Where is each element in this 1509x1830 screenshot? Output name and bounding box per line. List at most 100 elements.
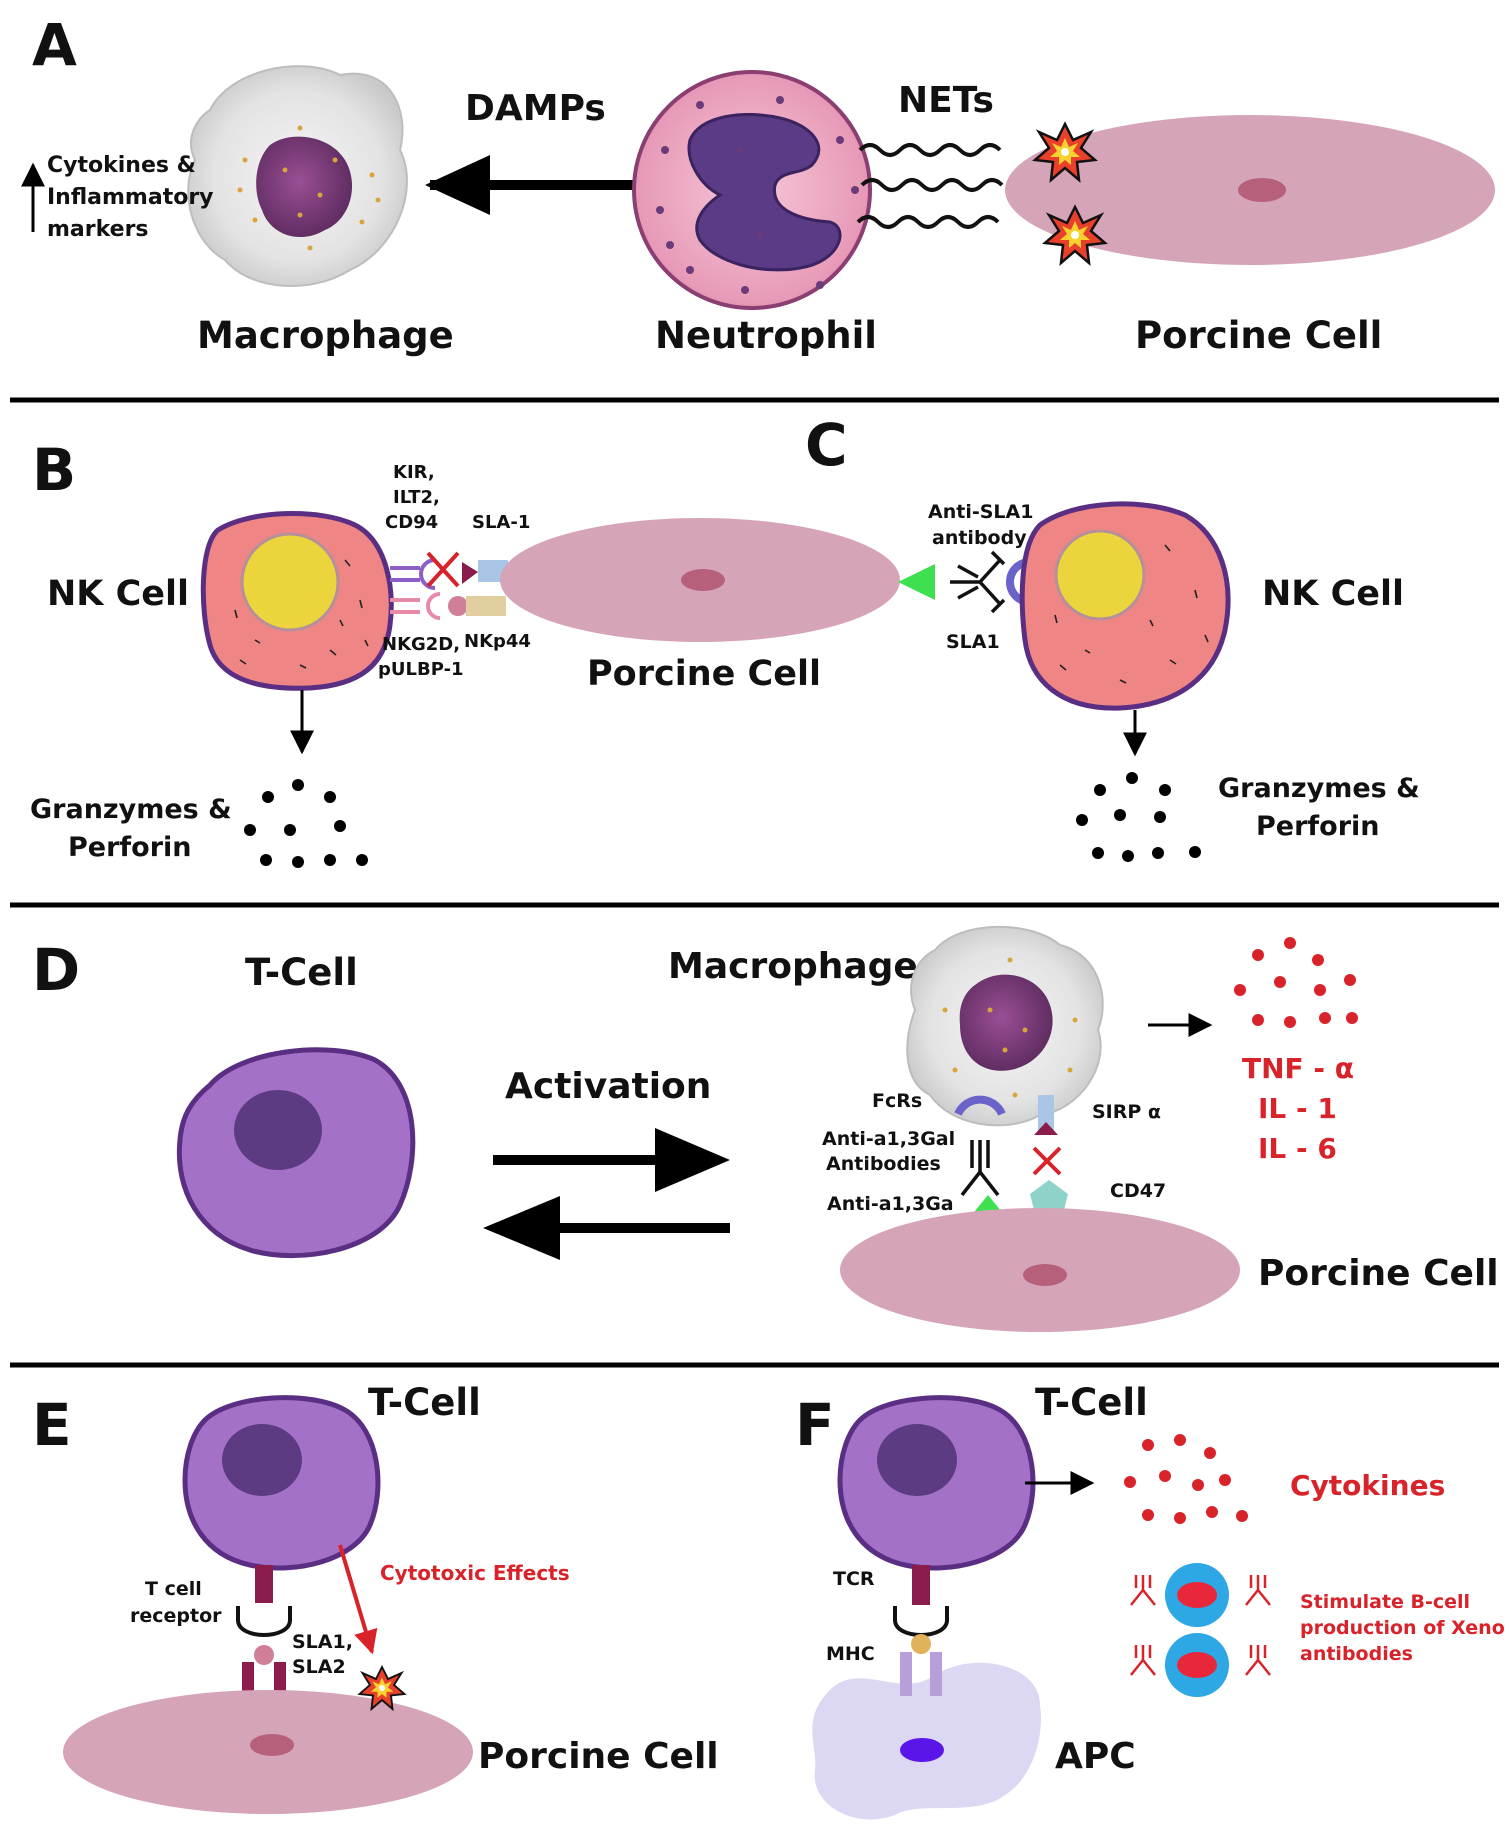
sla1-antigen-c bbox=[898, 564, 935, 600]
granzymes-label-b-line2: Perforin bbox=[68, 832, 192, 863]
nkg2d-label-line1: NKG2D, bbox=[382, 634, 460, 655]
mhc-stalk-right-f bbox=[930, 1652, 942, 1696]
nets-strands bbox=[856, 143, 1004, 229]
cytokines-label-line1: Cytokines & bbox=[47, 153, 196, 178]
macrophage-cell-d bbox=[906, 925, 1104, 1127]
anti-sla1-antibody-icon bbox=[950, 550, 1006, 614]
macrophage-label-a: Macrophage bbox=[197, 314, 454, 357]
mhc-label-f: MHC bbox=[826, 1643, 875, 1665]
sirp-label: SIRP α bbox=[1092, 1101, 1161, 1123]
porcine-cell-label-b: Porcine Cell bbox=[587, 654, 821, 694]
porcine-nucleus-d bbox=[1023, 1264, 1067, 1286]
b-cell-icon bbox=[1165, 1563, 1229, 1627]
granzymes-dots-c bbox=[1076, 772, 1201, 862]
t-cell-label-e: T-Cell bbox=[368, 1381, 481, 1424]
cytokines-label-line3: markers bbox=[47, 217, 149, 242]
fcrs-label: FcRs bbox=[872, 1090, 922, 1112]
anti-gal-label-line2: Antibodies bbox=[826, 1153, 941, 1175]
sirp-ligand bbox=[1034, 1122, 1058, 1135]
cytotoxic-label: Cytotoxic Effects bbox=[380, 1561, 570, 1585]
panel-c: C Anti-SLA1 antibody SLA1 NK Cell bbox=[805, 411, 1420, 862]
tcr-cup-f bbox=[893, 1606, 949, 1637]
tcr-label-e-line2: receptor bbox=[130, 1605, 222, 1627]
kir-label-line3: CD94 bbox=[385, 512, 438, 533]
cytokines-label-line2: Inflammatory bbox=[47, 185, 214, 210]
nkp44-stalk bbox=[466, 596, 506, 616]
sirp-stalk bbox=[1038, 1095, 1054, 1135]
sla-label-e-line2: SLA2 bbox=[292, 1656, 346, 1678]
activation-arrowhead-back bbox=[483, 1196, 560, 1260]
activation-label: Activation bbox=[505, 1066, 711, 1107]
il1-label: IL - 1 bbox=[1258, 1092, 1337, 1125]
nk-cell-label-b: NK Cell bbox=[47, 574, 189, 614]
nkp44-label: NKp44 bbox=[464, 631, 531, 652]
neutrophil-label: Neutrophil bbox=[655, 314, 877, 357]
panel-f: F T-Cell TCR MHC APC Cytokines bbox=[795, 1381, 1505, 1820]
tcr-label-f: TCR bbox=[833, 1568, 875, 1590]
cytokine-dots-f bbox=[1124, 1434, 1248, 1524]
il6-label: IL - 6 bbox=[1258, 1132, 1337, 1165]
damps-label: DAMPs bbox=[465, 88, 606, 129]
panel-b: B NK Cell KIR, ILT2, CD94 SLA bbox=[30, 436, 900, 868]
sla1-label-b: SLA-1 bbox=[472, 512, 530, 533]
panel-letter-c: C bbox=[805, 411, 848, 479]
sla1-label-c: SLA1 bbox=[946, 631, 1000, 653]
anti-sla1-label-line1: Anti-SLA1 bbox=[928, 501, 1033, 523]
pulbp1-ligand bbox=[448, 596, 468, 616]
nk-cell-b bbox=[200, 511, 394, 691]
panel-letter-a: A bbox=[32, 11, 77, 79]
granzymes-label-c-line2: Perforin bbox=[1256, 811, 1380, 842]
panel-d: D T-Cell Activation Macrophage bbox=[32, 925, 1499, 1332]
cytotoxic-arrow bbox=[338, 1544, 378, 1655]
porcine-nucleus-b bbox=[681, 569, 725, 591]
panel-letter-f: F bbox=[795, 1391, 835, 1459]
activation-arrowhead-forward bbox=[655, 1128, 730, 1192]
granzymes-dots-b bbox=[244, 779, 368, 868]
anti-ga-label: Anti-a1,3Ga bbox=[827, 1193, 954, 1215]
porcine-nucleus-e bbox=[250, 1734, 294, 1756]
panel-letter-b: B bbox=[32, 436, 76, 504]
cytokine-dots-d bbox=[1234, 937, 1358, 1028]
nets-label: NETs bbox=[898, 80, 994, 121]
tcr-label-e-line1: T cell bbox=[145, 1578, 202, 1600]
anti-sla1-label-line2: antibody bbox=[932, 527, 1027, 549]
porcine-cell-label-a: Porcine Cell bbox=[1135, 314, 1382, 357]
tcr-stalk-f bbox=[912, 1565, 930, 1605]
antigen-peptide-f bbox=[911, 1634, 931, 1654]
nkg2d-label-line2: pULBP-1 bbox=[378, 659, 464, 680]
tcr-stalk-e bbox=[255, 1565, 273, 1603]
b-cell-icon bbox=[1165, 1633, 1229, 1697]
porcine-cell-label-e: Porcine Cell bbox=[478, 1736, 719, 1777]
panel-e: E T-Cell T cell receptor SLA1, SLA2 Cyto… bbox=[32, 1381, 719, 1814]
macrophage-cell bbox=[187, 65, 408, 287]
sla-label-e-line1: SLA1, bbox=[292, 1631, 353, 1653]
kir-label-line2: ILT2, bbox=[393, 487, 440, 508]
sla-ligand-e bbox=[254, 1645, 274, 1665]
bcell-label-line3: antibodies bbox=[1300, 1643, 1413, 1665]
granzymes-label-b-line1: Granzymes & bbox=[30, 794, 232, 825]
panel-a: A Cytokines & Inflammatory markers DAMPs bbox=[21, 11, 1495, 357]
panel-letter-e: E bbox=[32, 1391, 72, 1459]
nk-cell-label-c: NK Cell bbox=[1262, 574, 1404, 614]
t-cell-label-d: T-Cell bbox=[245, 951, 358, 994]
t-cell-d bbox=[176, 1047, 416, 1259]
t-cell-label-f: T-Cell bbox=[1035, 1381, 1148, 1424]
apc-label: APC bbox=[1055, 1736, 1136, 1777]
sla1-ligand bbox=[462, 562, 478, 584]
xeno-antibody-icon bbox=[1130, 1575, 1271, 1676]
apc-cell bbox=[812, 1662, 1041, 1820]
t-cell-e bbox=[182, 1395, 381, 1571]
cytokines-label-f: Cytokines bbox=[1290, 1469, 1445, 1502]
panel-letter-d: D bbox=[32, 936, 80, 1004]
tcr-cup-e bbox=[236, 1606, 292, 1637]
porcine-nucleus-a bbox=[1238, 178, 1286, 202]
macrophage-label-d: Macrophage bbox=[668, 946, 918, 987]
t-cell-f bbox=[837, 1395, 1036, 1571]
nk-cell-c bbox=[1019, 501, 1231, 711]
fc-receptor-d bbox=[954, 1095, 1006, 1116]
neutrophil-cell bbox=[632, 70, 872, 310]
inhibition-x-icon-d bbox=[1032, 1146, 1062, 1176]
inhibition-x-icon bbox=[426, 551, 460, 588]
porcine-cell-label-d: Porcine Cell bbox=[1258, 1253, 1499, 1294]
